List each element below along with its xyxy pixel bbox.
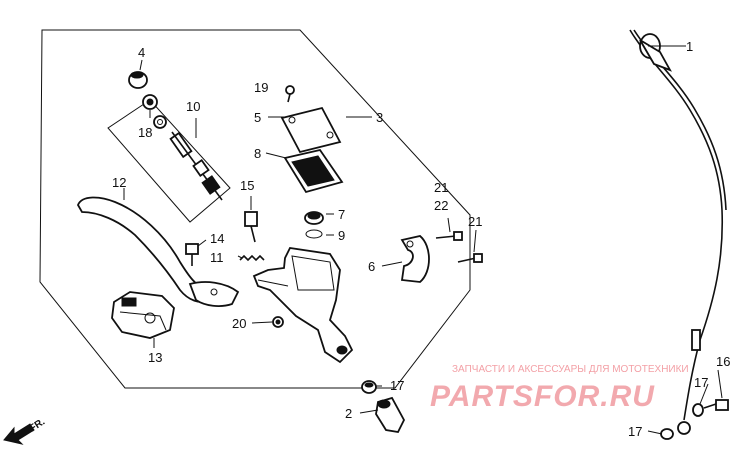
part-17-washer-bottom xyxy=(660,421,691,440)
label-part-22: 22 xyxy=(434,198,448,213)
label-part-12: 12 xyxy=(112,175,126,190)
part-15-bolt xyxy=(244,196,258,243)
part-11-spring xyxy=(239,254,265,262)
part-13-switch xyxy=(111,291,175,348)
label-part-16: 16 xyxy=(716,354,730,369)
label-part-8: 8 xyxy=(254,146,261,161)
label-part-2: 2 xyxy=(345,406,352,421)
part-3-master-cylinder xyxy=(252,247,354,364)
watermark-brand: PARTSFOR.RU xyxy=(430,380,655,413)
part-21-bolt-upper xyxy=(435,231,463,241)
part-9-oring xyxy=(305,229,323,239)
part-19-screw xyxy=(285,85,295,103)
label-part-10: 10 xyxy=(186,99,200,114)
part-20-bolt xyxy=(272,316,284,328)
part-16-banjo-bolt xyxy=(703,399,729,411)
label-part-13: 13 xyxy=(148,350,162,365)
part-21-bolt-lower xyxy=(457,253,483,263)
label-part-19: 19 xyxy=(254,80,268,95)
part-6-clamp xyxy=(400,235,430,283)
label-part-7: 7 xyxy=(338,207,345,222)
part-2-banjo-bolt xyxy=(375,396,406,433)
label-part-17-right: 17 xyxy=(694,375,708,390)
part-18-boot xyxy=(142,94,167,129)
part-8-diaphragm xyxy=(283,148,344,194)
part-5-reservoir-cap xyxy=(280,106,342,154)
label-part-15: 15 xyxy=(240,178,254,193)
watermark-tagline: ЗАПЧАСТИ И АКСЕССУАРЫ ДЛЯ МОТОТЕХНИКИ xyxy=(452,364,689,375)
label-part-1: 1 xyxy=(686,39,693,54)
label-part-21-lower: 21 xyxy=(468,214,482,229)
label-part-21-upper: 21 xyxy=(434,180,448,195)
label-part-20: 20 xyxy=(232,316,246,331)
front-direction-arrow-icon xyxy=(3,423,35,445)
label-part-17-left: 17 xyxy=(390,378,404,393)
assembly-outline xyxy=(39,29,471,389)
label-part-5: 5 xyxy=(254,110,261,125)
leader-lines xyxy=(197,45,723,435)
label-part-17-bottom: 17 xyxy=(628,424,642,439)
part-7-seal xyxy=(304,211,324,225)
part-10-piston-set xyxy=(169,118,223,201)
label-part-11: 11 xyxy=(210,250,224,265)
part-1-hose xyxy=(629,29,727,421)
label-part-18: 18 xyxy=(138,125,152,140)
part-4-cap xyxy=(128,59,148,89)
part-17-washer-left xyxy=(361,380,377,394)
label-part-9: 9 xyxy=(338,228,345,243)
subassembly-box xyxy=(107,99,231,223)
label-part-3: 3 xyxy=(376,110,383,125)
part-17-washer-right xyxy=(692,403,704,417)
part-14-pivot-bolt xyxy=(185,243,199,266)
label-part-4: 4 xyxy=(138,45,145,60)
label-part-14: 14 xyxy=(210,231,224,246)
label-part-6: 6 xyxy=(368,259,375,274)
part-12-lever xyxy=(77,188,240,307)
